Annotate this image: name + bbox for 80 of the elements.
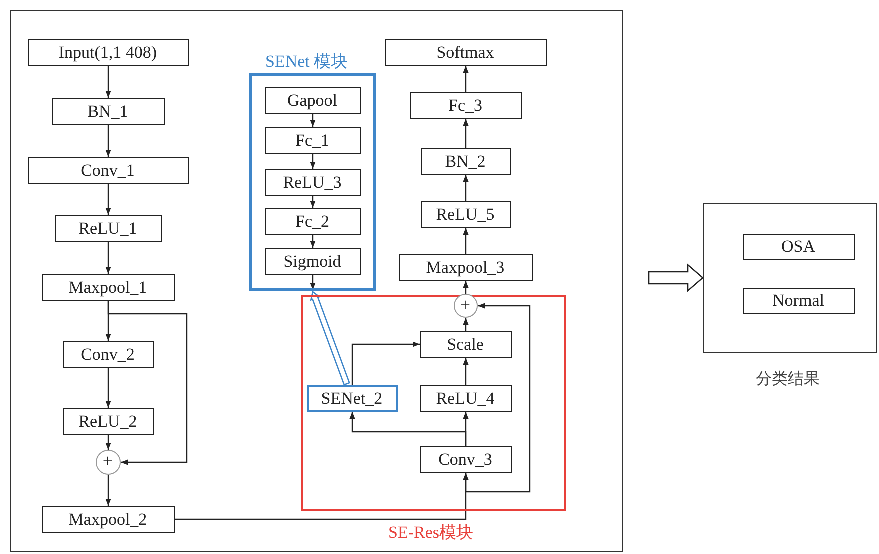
arrow bbox=[106, 66, 112, 98]
hollow-arrow bbox=[648, 264, 704, 292]
layer-box bbox=[52, 98, 164, 124]
plus-sign: + bbox=[460, 296, 471, 314]
layer-label: Conv_1 bbox=[81, 162, 135, 178]
arrow bbox=[106, 184, 112, 215]
layer-box bbox=[384, 38, 546, 66]
arrow bbox=[463, 318, 469, 331]
arrow bbox=[310, 114, 316, 127]
network-frame bbox=[10, 10, 623, 552]
layer-label: Fc_1 bbox=[296, 132, 330, 148]
layer-box bbox=[420, 330, 512, 358]
layer-box bbox=[742, 234, 854, 260]
layer-label: OSA bbox=[781, 238, 816, 255]
layer-box bbox=[62, 340, 154, 368]
arrow bbox=[106, 125, 112, 157]
layer-label: Input(1,1 408) bbox=[58, 44, 158, 60]
layer-box bbox=[28, 156, 188, 184]
plus-sign: + bbox=[102, 452, 114, 470]
layer-box bbox=[42, 274, 174, 300]
arrow bbox=[310, 235, 316, 248]
arrow bbox=[463, 119, 469, 148]
module-heading: SENet 模块 bbox=[266, 52, 348, 70]
layer-box bbox=[420, 148, 510, 174]
layer-label: Maxpool_3 bbox=[426, 258, 505, 276]
layer-label: BN_1 bbox=[88, 102, 128, 120]
arrow bbox=[310, 196, 316, 208]
layer-box bbox=[306, 384, 398, 412]
layer-label: Softmax bbox=[436, 44, 494, 60]
layer-box bbox=[264, 126, 360, 154]
layer-box bbox=[42, 506, 174, 532]
arrow bbox=[463, 66, 469, 92]
arrow bbox=[106, 475, 112, 506]
arrow bbox=[310, 275, 316, 290]
layer-box bbox=[410, 92, 522, 118]
layer-label: Conv_2 bbox=[81, 346, 135, 362]
layer-box bbox=[264, 86, 360, 114]
arrow bbox=[106, 242, 112, 274]
layer-box bbox=[398, 254, 532, 280]
layer-label: SENet_2 bbox=[321, 390, 383, 406]
layer-box bbox=[54, 214, 162, 242]
layer-box bbox=[420, 446, 512, 472]
layer-box bbox=[264, 208, 360, 234]
layer-label: BN_2 bbox=[445, 152, 486, 170]
arrow bbox=[463, 281, 469, 294]
arrow bbox=[106, 435, 112, 450]
result-caption: 分类结果 bbox=[756, 368, 820, 390]
layer-label: Normal bbox=[772, 292, 824, 309]
layer-label: Gapool bbox=[287, 92, 338, 108]
layer-label: ReLU_1 bbox=[78, 220, 138, 236]
layer-box bbox=[62, 408, 154, 434]
layer-label: ReLU_4 bbox=[436, 390, 495, 406]
arrow bbox=[106, 368, 112, 408]
arrow bbox=[352, 342, 420, 385]
hollow-arrow bbox=[310, 290, 350, 386]
layer-label: ReLU_2 bbox=[78, 412, 138, 430]
arrow bbox=[463, 228, 469, 254]
arrow bbox=[463, 358, 469, 385]
layer-label: ReLU_5 bbox=[436, 206, 495, 222]
arrow bbox=[108, 301, 188, 466]
layer-label: ReLU_3 bbox=[283, 174, 342, 190]
arrow bbox=[175, 473, 469, 520]
layer-label: Maxpool_1 bbox=[68, 278, 148, 296]
arrow bbox=[465, 303, 531, 493]
layer-box bbox=[264, 168, 360, 196]
layer-box bbox=[742, 288, 854, 314]
layer-box bbox=[28, 38, 188, 66]
arrow bbox=[350, 412, 467, 446]
layer-label: Conv_3 bbox=[438, 450, 492, 468]
arrow bbox=[310, 154, 316, 169]
module-heading: SE-Res模块 bbox=[388, 524, 474, 540]
arrow bbox=[463, 175, 469, 201]
layer-label: Maxpool_2 bbox=[68, 510, 148, 528]
layer-box bbox=[420, 200, 510, 228]
layer-box bbox=[264, 248, 360, 274]
layer-label: Fc_2 bbox=[296, 212, 330, 230]
layer-label: Sigmoid bbox=[284, 252, 342, 270]
layer-box bbox=[420, 384, 512, 412]
layer-label: Fc_3 bbox=[448, 96, 482, 114]
layer-label: Scale bbox=[447, 336, 484, 352]
